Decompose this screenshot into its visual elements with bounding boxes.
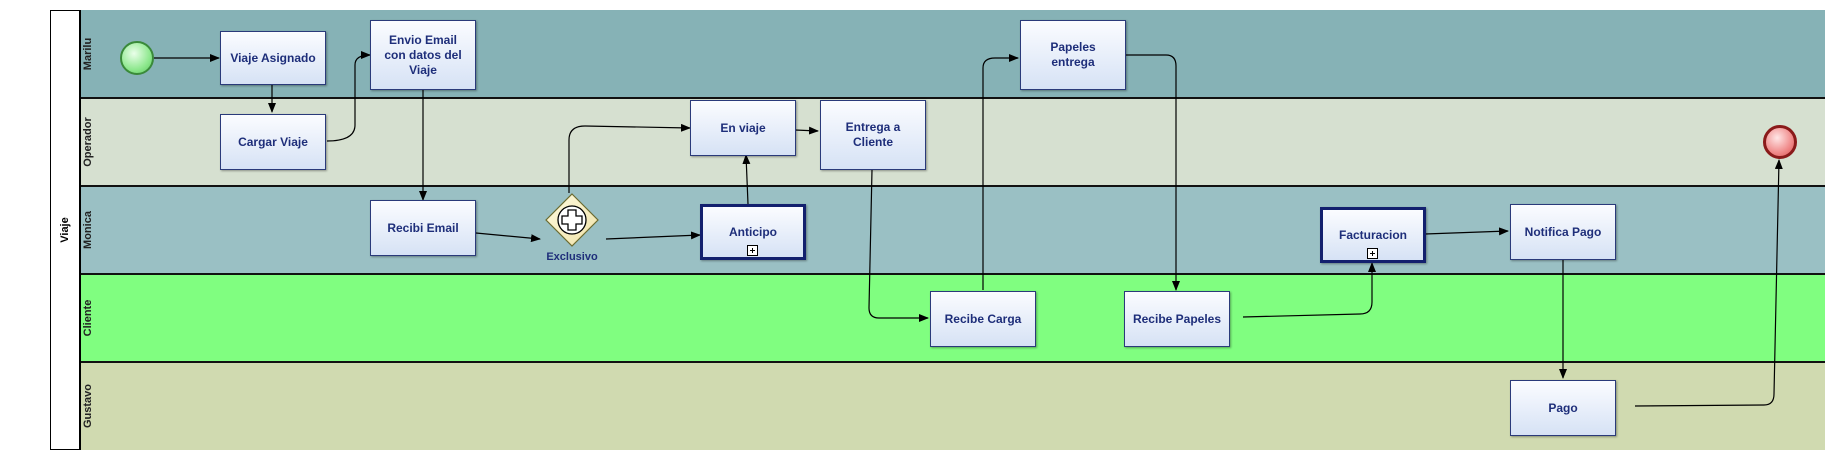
lane-name: Gustavo	[82, 383, 94, 428]
lane-label-gustavo: Gustavo	[80, 361, 96, 450]
task-label: Recibe Papeles	[1132, 311, 1222, 326]
task-label: Papeles entrega	[1050, 40, 1096, 69]
lane-marilu[interactable]	[80, 10, 1825, 98]
task-entrega-cliente[interactable]: Entrega a Cliente	[820, 100, 926, 170]
lane-operador[interactable]	[80, 97, 1825, 186]
subprocess-anticipo[interactable]: Anticipo	[700, 204, 806, 260]
plus-icon	[561, 209, 583, 231]
task-recibi-email[interactable]: Recibi Email	[370, 200, 476, 256]
lane-name: Operador	[82, 116, 94, 167]
parallel-gateway[interactable]	[545, 193, 599, 247]
lane-name: Cliente	[82, 299, 94, 336]
task-pago[interactable]: Pago	[1510, 380, 1616, 436]
task-label: Recibi Email	[387, 220, 459, 235]
task-notifica-pago[interactable]: Notifica Pago	[1510, 204, 1616, 260]
lane-label-cliente: Cliente	[80, 273, 96, 362]
lane-name: Monica	[82, 210, 94, 249]
task-viaje-asignado[interactable]: Viaje Asignado	[220, 31, 326, 85]
end-event[interactable]	[1763, 125, 1797, 159]
task-label: Cargar Viaje	[238, 134, 308, 149]
lane-label-monica: Monica	[80, 185, 96, 274]
task-label: Facturacion	[1338, 227, 1407, 242]
task-cargar-viaje[interactable]: Cargar Viaje	[220, 114, 326, 170]
lane-label-marilu: Marilu	[80, 10, 96, 98]
task-label: Envio Email con datos del Viaje	[384, 32, 462, 77]
task-en-viaje[interactable]: En viaje	[690, 100, 796, 156]
task-label: Notifica Pago	[1524, 224, 1602, 239]
task-label: Recibe Carga	[944, 311, 1022, 326]
task-label: Viaje Asignado	[230, 50, 316, 65]
lane-name: Marilu	[82, 37, 94, 71]
task-label: Entrega a Cliente	[845, 120, 901, 149]
task-recibe-carga[interactable]: Recibe Carga	[930, 291, 1036, 347]
task-label: Pago	[1548, 400, 1578, 415]
pool-name: Viaje	[58, 217, 71, 243]
task-label: Anticipo	[729, 224, 777, 239]
task-envio-email[interactable]: Envio Email con datos del Viaje	[370, 20, 476, 90]
task-label: En viaje	[720, 120, 766, 135]
task-papeles-entrega[interactable]: Papeles entrega	[1020, 20, 1126, 90]
start-event[interactable]	[120, 41, 154, 75]
expand-icon[interactable]	[1367, 248, 1378, 259]
gateway-label: Exclusivo	[546, 251, 598, 263]
expand-icon[interactable]	[747, 245, 758, 256]
subprocess-facturacion[interactable]: Facturacion	[1320, 207, 1426, 263]
pool-label[interactable]: Viaje	[50, 10, 80, 450]
lane-label-operador: Operador	[80, 97, 96, 186]
task-recibe-papeles[interactable]: Recibe Papeles	[1124, 291, 1230, 347]
